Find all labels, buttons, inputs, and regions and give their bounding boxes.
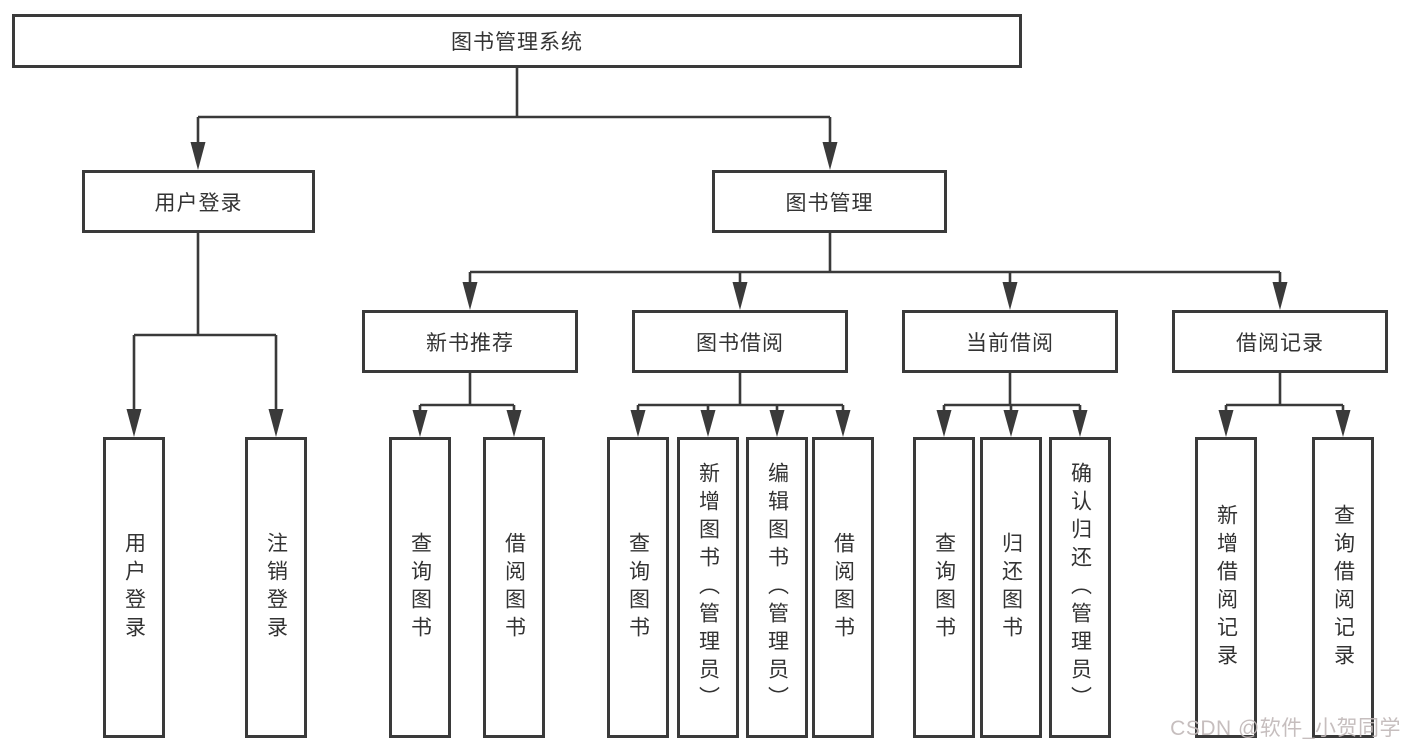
leaf-edit-books-admin-label: 编辑图书（管理员） xyxy=(765,461,789,714)
connector-borrowing-to-leaves xyxy=(636,373,845,414)
leaf-query-borrow-record: 查询借阅记录 xyxy=(1312,437,1374,738)
leaf-borrow-books-borrowing-label: 借阅图书 xyxy=(831,531,855,644)
node-book-borrowing-label: 图书借阅 xyxy=(696,331,784,355)
connector-current-to-leaves xyxy=(942,373,1082,414)
node-new-book-recommend-label: 新书推荐 xyxy=(426,331,514,355)
leaf-borrow-books-recommend-label: 借阅图书 xyxy=(502,531,526,644)
leaf-query-books-borrowing: 查询图书 xyxy=(607,437,669,738)
csdn-watermark: CSDN @软件_小贺同学 xyxy=(1170,717,1401,740)
node-current-borrowing-label: 当前借阅 xyxy=(966,331,1054,355)
leaf-add-borrow-record-label: 新增借阅记录 xyxy=(1214,503,1238,672)
node-root-label: 图书管理系统 xyxy=(451,31,583,54)
node-user-login-label: 用户登录 xyxy=(154,191,243,215)
leaf-borrow-books-recommend: 借阅图书 xyxy=(483,437,545,738)
connector-records-to-leaves xyxy=(1224,373,1345,414)
leaf-logout-login: 注销登录 xyxy=(245,437,307,738)
node-book-borrowing: 图书借阅 xyxy=(632,310,848,373)
node-current-borrowing: 当前借阅 xyxy=(902,310,1118,373)
leaf-user-login: 用户登录 xyxy=(103,437,165,738)
node-user-login: 用户登录 xyxy=(82,170,315,233)
leaf-add-borrow-record: 新增借阅记录 xyxy=(1195,437,1257,738)
connector-userlogin-to-leaves xyxy=(132,233,278,413)
node-borrowing-records: 借阅记录 xyxy=(1172,310,1388,373)
leaf-return-books-label: 归还图书 xyxy=(999,531,1023,644)
leaf-query-books-current: 查询图书 xyxy=(913,437,975,738)
leaf-confirm-return-admin-label: 确认归还（管理员） xyxy=(1068,461,1092,714)
leaf-query-books-current-label: 查询图书 xyxy=(932,531,956,644)
leaf-add-books-admin: 新增图书（管理员） xyxy=(677,437,739,738)
leaf-query-books-borrowing-label: 查询图书 xyxy=(626,531,650,644)
node-book-management-label: 图书管理 xyxy=(785,191,874,215)
leaf-logout-login-label: 注销登录 xyxy=(264,531,288,644)
leaf-return-books: 归还图书 xyxy=(980,437,1042,738)
connector-root-to-level2 xyxy=(196,68,832,146)
leaf-user-login-label: 用户登录 xyxy=(122,531,146,644)
node-borrowing-records-label: 借阅记录 xyxy=(1236,331,1324,355)
leaf-query-books-recommend: 查询图书 xyxy=(389,437,451,738)
leaf-add-books-admin-label: 新增图书（管理员） xyxy=(696,461,720,714)
arrowheads xyxy=(126,142,1351,437)
node-book-management: 图书管理 xyxy=(712,170,947,233)
leaf-query-borrow-record-label: 查询借阅记录 xyxy=(1331,503,1355,672)
leaf-query-books-recommend-label: 查询图书 xyxy=(408,531,432,644)
leaf-borrow-books-borrowing: 借阅图书 xyxy=(812,437,874,738)
connector-bookmgmt-to-level3 xyxy=(468,233,1282,288)
connector-newbook-to-leaves xyxy=(418,373,516,414)
leaf-confirm-return-admin: 确认归还（管理员） xyxy=(1049,437,1111,738)
node-new-book-recommend: 新书推荐 xyxy=(362,310,578,373)
node-root-system: 图书管理系统 xyxy=(12,14,1022,68)
leaf-edit-books-admin: 编辑图书（管理员） xyxy=(746,437,808,738)
